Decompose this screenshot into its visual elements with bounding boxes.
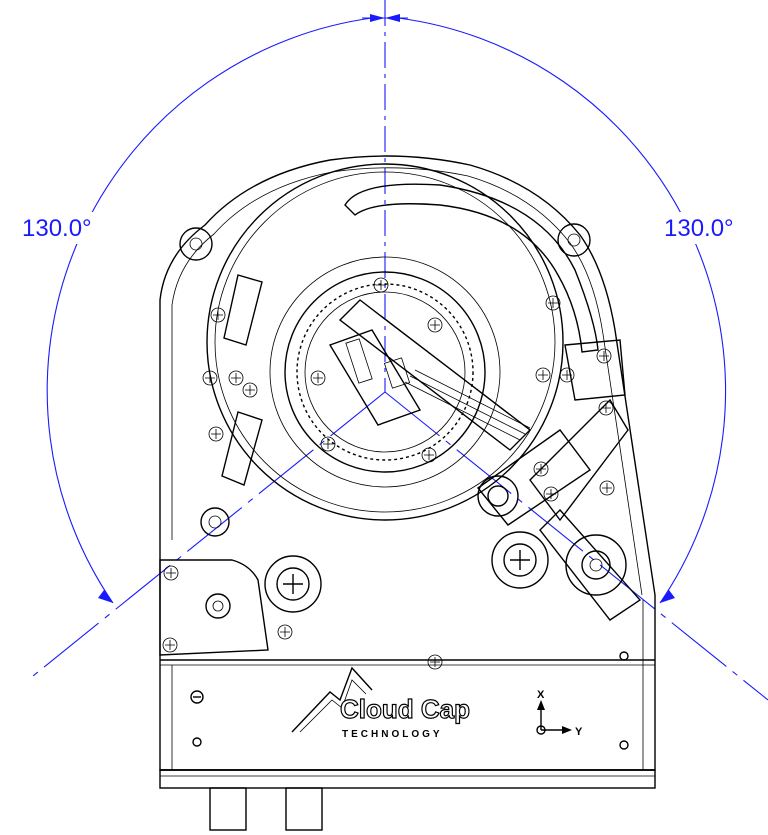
left-slot-lower — [221, 411, 263, 486]
x-axis-label: X — [537, 689, 545, 701]
left-angle-label: 130.0° — [22, 215, 92, 242]
cloud-cap-logo: Cloud Cap TECHNOLOGY — [291, 666, 471, 740]
left-bottom-arrow — [98, 590, 113, 603]
gear-teeth — [296, 283, 474, 461]
crank-arm — [529, 398, 629, 522]
connector-right — [285, 787, 323, 831]
lower-link — [539, 508, 642, 621]
housing-inner-outline — [171, 167, 643, 596]
right-angle-label: 130.0° — [664, 215, 734, 242]
logo-mountain-icon — [291, 666, 373, 733]
upper-right-bracket — [564, 339, 626, 401]
housing-outline — [159, 155, 656, 771]
screws — [162, 277, 615, 670]
pulley-center — [491, 531, 549, 589]
y-axis-label: Y — [575, 726, 583, 738]
pulley-left — [264, 555, 322, 613]
camera-block — [328, 329, 422, 426]
left-slot-upper — [223, 274, 263, 346]
top-slot — [344, 183, 599, 353]
connector-left — [209, 787, 247, 831]
logo-name: Cloud Cap — [340, 694, 470, 724]
top-left-arrow — [370, 14, 385, 22]
left-diagonal-centerline — [27, 391, 386, 681]
left-side-plate — [159, 559, 269, 656]
connector-strip — [159, 769, 656, 789]
pulley-right — [565, 534, 627, 596]
pulley-arm — [477, 475, 519, 517]
linkage-arm — [476, 429, 592, 526]
logo-subtitle: TECHNOLOGY — [342, 729, 443, 740]
top-right-arrow — [385, 14, 400, 22]
gimbal-body — [159, 155, 656, 831]
axis-indicator: X Y — [536, 689, 583, 738]
right-diagonal-centerline — [384, 391, 768, 701]
gear-ring-outer — [284, 271, 486, 473]
main-plate — [206, 163, 564, 521]
right-angle-arc — [397, 17, 727, 604]
right-bottom-arrow — [660, 590, 675, 603]
angle-dimensions: 130.0° 130.0° — [18, 0, 768, 701]
